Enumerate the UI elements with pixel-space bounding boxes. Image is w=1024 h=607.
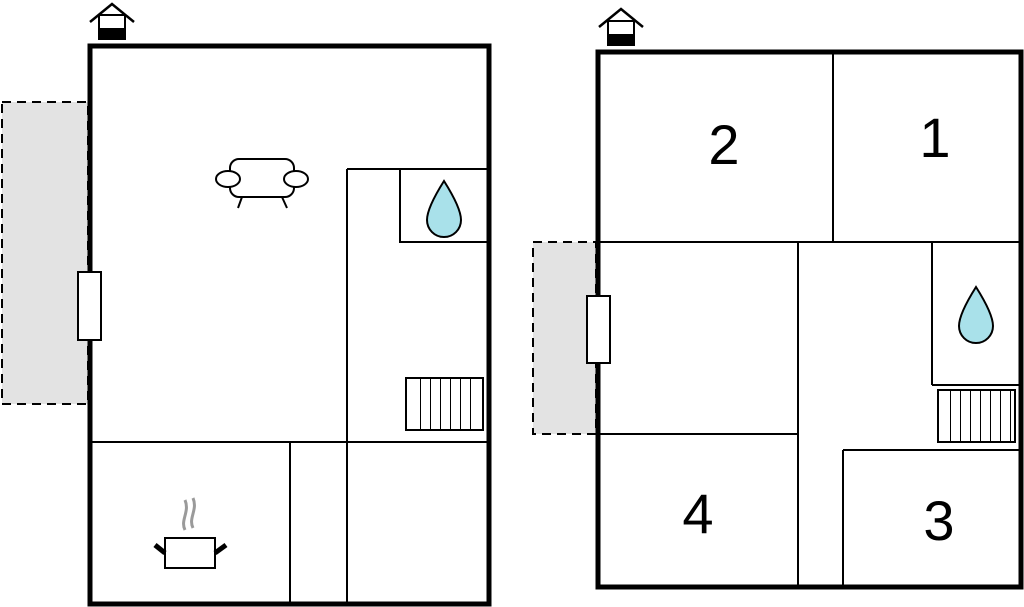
entrance-icon	[89, 2, 135, 40]
entrance-icon	[598, 7, 644, 46]
room-number-1: 1	[919, 106, 950, 169]
stairs-icon	[937, 389, 1016, 443]
room-number-4: 4	[682, 482, 713, 545]
water-drop-icon	[425, 179, 463, 238]
floor-plan-right: 1 2 3 4	[532, 7, 1024, 590]
terrace-left	[1, 101, 89, 405]
floor-plan-left	[1, 2, 492, 607]
terrace-door-right	[586, 295, 611, 364]
bathroom-left	[399, 168, 490, 243]
room-number-3: 3	[923, 489, 954, 552]
terrace-door-left	[77, 271, 102, 341]
water-drop-icon	[957, 285, 995, 344]
sofa-icon	[215, 158, 309, 209]
room-number-2: 2	[708, 113, 739, 176]
stairs-icon	[405, 377, 484, 431]
outer-wall-right	[595, 49, 1024, 590]
cooking-pot-icon	[153, 497, 228, 569]
